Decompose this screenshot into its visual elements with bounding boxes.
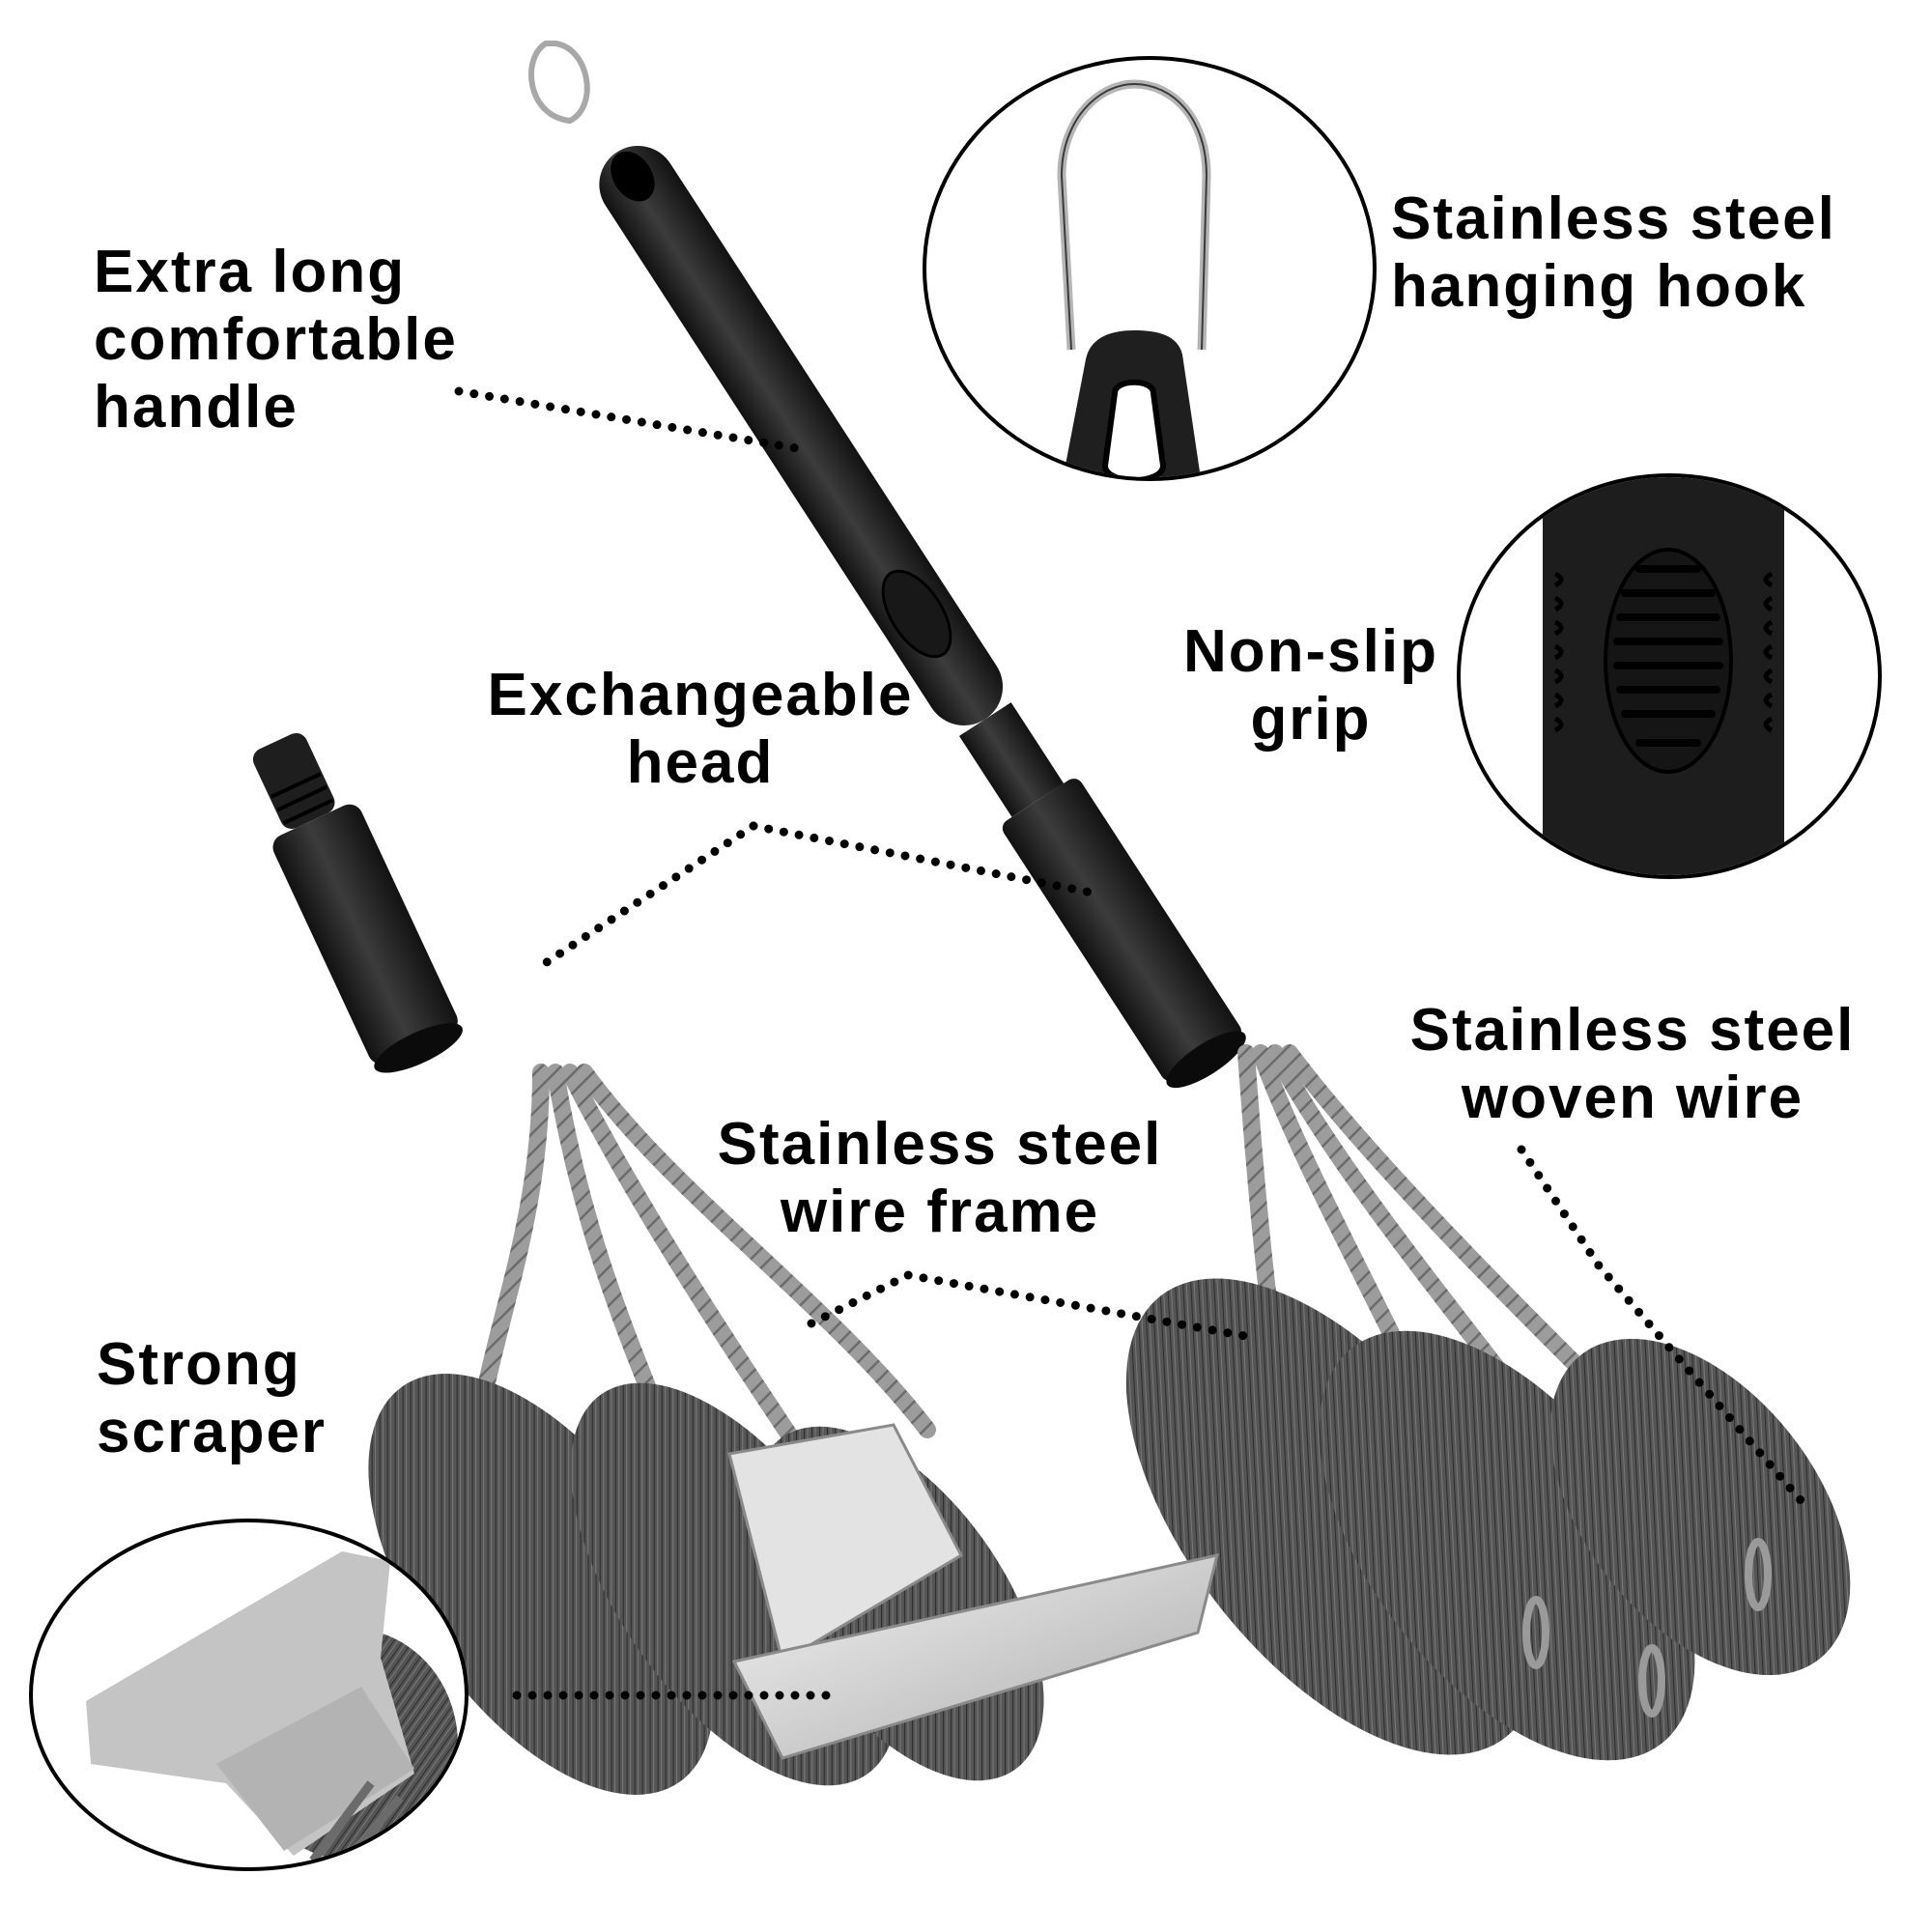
callout-head: Exchangeable head	[464, 662, 937, 797]
callout-woven-wire: Stainless steel woven wire	[1386, 997, 1879, 1132]
callout-handle-line-2: comfortable	[94, 306, 458, 373]
inset-scraper-detail	[29, 1519, 469, 1871]
exchangeable-head	[252, 732, 463, 1073]
callout-hook-line-1: Stainless steel	[1391, 185, 1836, 252]
scraper-blade-icon	[86, 1551, 458, 1867]
leader-wire-frame	[807, 1270, 1261, 1343]
callout-wire-frame-line-2: wire frame	[780, 1179, 1100, 1245]
callout-scraper-line-1: Strong	[97, 1331, 301, 1398]
grip-texture-icon	[1543, 477, 1784, 875]
callout-head-line-1: Exchangeable	[487, 662, 914, 728]
leader-head	[749, 821, 1101, 898]
callout-hook: Stainless steel hanging hook	[1391, 185, 1836, 321]
leader-handle	[454, 386, 807, 454]
callout-woven-wire-line-1: Stainless steel	[1409, 997, 1856, 1064]
callout-head-line-2: head	[626, 729, 775, 796]
callout-scraper: Strong scraper	[97, 1331, 327, 1466]
callout-handle-line-3: handle	[94, 374, 298, 440]
hanging-hook-icon	[1057, 79, 1211, 477]
callout-grip-line-1: Non-slip	[1183, 618, 1438, 685]
wire-frame-left	[474, 1064, 936, 1477]
callout-hook-line-2: hanging hook	[1391, 253, 1807, 320]
callout-scraper-line-2: scraper	[97, 1399, 327, 1465]
callout-woven-wire-line-2: woven wire	[1461, 1065, 1804, 1131]
callout-handle: Extra long comfortable handle	[94, 239, 458, 441]
callout-wire-frame-line-1: Stainless steel	[717, 1111, 1163, 1178]
leader-woven-wire	[1517, 1145, 1811, 1512]
callout-grip-line-2: grip	[1250, 686, 1372, 753]
callout-grip: Non-slip grip	[1171, 618, 1451, 753]
leader-head-left	[536, 821, 758, 971]
inset-hook-detail	[923, 56, 1377, 481]
scraper-plate	[727, 1423, 1220, 1760]
leader-lines	[454, 386, 1811, 1700]
callout-handle-line-1: Extra long	[94, 239, 407, 305]
callout-wire-frame: Stainless steel wire frame	[703, 1111, 1177, 1246]
inset-grip-detail	[1457, 473, 1882, 879]
brush-heads-right	[1125, 1278, 1851, 1761]
long-handle	[528, 41, 1246, 1089]
